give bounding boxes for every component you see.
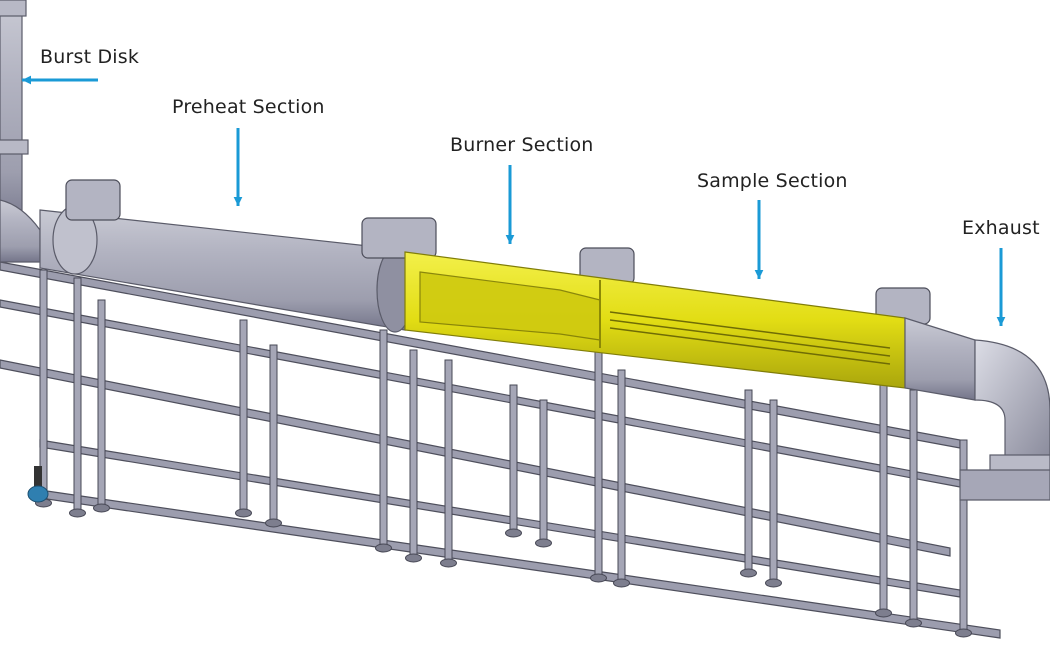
pipe-flange-clamps [65,179,931,325]
leg-foot [875,608,892,618]
leg-foot [93,503,110,513]
leg-foot [955,628,972,638]
leg-foot [440,558,457,568]
label-burner-section: Burner Section [450,134,594,156]
label-preheat-section: Preheat Section [172,96,325,118]
frame-leg [959,439,968,631]
callout-arrows [22,75,1006,326]
frame-leg [539,399,548,541]
frame-leg [269,344,278,521]
leg-foot [405,553,422,563]
leg-foot [69,508,86,518]
arrow-preheat [233,128,243,206]
leg-foot [740,568,757,578]
label-burst-disk: Burst Disk [40,46,140,68]
leg-foot [535,538,552,548]
arrow-sample [754,200,764,279]
frame-leg [744,389,753,571]
valve [27,466,49,503]
leg-foot [375,543,392,553]
exhaust-elbow [904,317,1050,501]
preheat-pipe [39,205,414,333]
leg-foot [505,528,522,538]
arrow-burst-disk [22,75,98,85]
leg-foot [613,578,630,588]
frame-leg [617,369,626,581]
arrow-exhaust [996,248,1006,326]
frame-leg [509,384,518,531]
label-exhaust: Exhaust [962,217,1040,239]
leg-foot [765,578,782,588]
frame-leg [444,359,453,561]
frame-leg [409,349,418,556]
frame-leg [594,349,603,576]
frame-leg [379,329,388,546]
burst-disk-riser [0,0,41,263]
leg-foot [590,573,607,583]
arrow-burner [505,165,515,244]
frame-legs [35,269,972,638]
label-sample-section: Sample Section [697,170,848,192]
frame-leg [879,369,888,611]
frame-leg [909,389,918,621]
leg-foot [235,508,252,518]
leg-foot [905,618,922,628]
frame-leg [73,277,82,511]
frame-leg [97,299,106,506]
frame-leg [769,399,778,581]
frame-leg [39,269,48,501]
burner-sample-pipe [404,251,906,389]
frame-leg [239,319,248,511]
leg-foot [265,518,282,528]
